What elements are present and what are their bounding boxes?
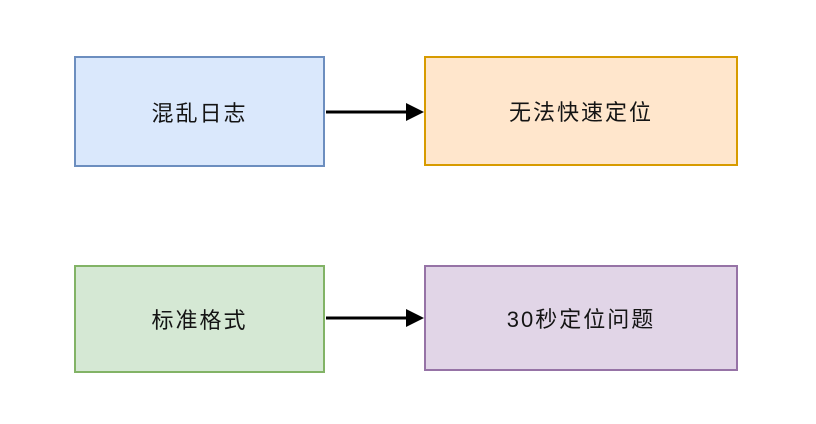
node-label: 无法快速定位 [508,100,653,125]
node-cannot-locate-quickly: 无法快速定位 [424,56,738,166]
node-chaotic-logs: 混乱日志 [74,56,325,167]
arrow-chaotic-logs-to-cannot-locate [326,103,424,121]
node-standard-format: 标准格式 [74,265,325,373]
node-locate-problem-30s: 30秒定位问题 [424,265,738,371]
arrow-standard-format-to-locate-30s [326,309,424,327]
node-label: 30秒定位问题 [506,307,656,332]
node-label: 标准格式 [151,308,248,333]
node-label: 混乱日志 [151,100,248,126]
